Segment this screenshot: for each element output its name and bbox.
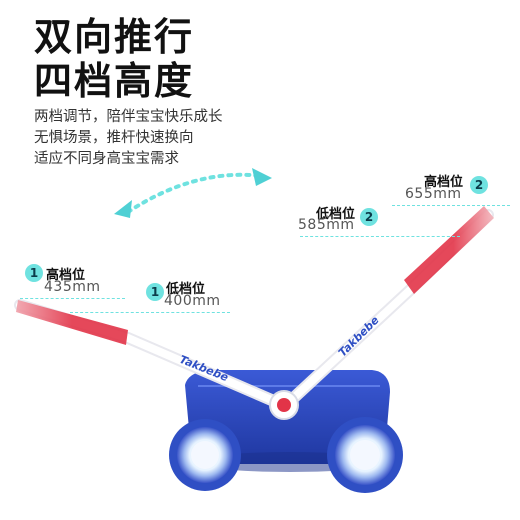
left-high-number-badge: 1 <box>25 264 43 282</box>
left-high-label: 高档位 <box>46 268 86 283</box>
description-line-3: 适应不同身高宝宝需求 <box>34 151 179 167</box>
description-line-1: 两档调节，陪伴宝宝快乐成长 <box>34 109 223 125</box>
headline-line-2: 四档高度 <box>34 59 195 103</box>
right-high-label: 高档位 <box>424 175 464 190</box>
right-high-guide-line <box>392 205 510 206</box>
pivot-knob <box>269 390 299 420</box>
swing-arrow <box>114 168 272 218</box>
left-low-guide-line <box>70 312 230 313</box>
right-high-number-badge: 2 <box>470 176 488 194</box>
left-low-label: 低档位 <box>166 282 206 297</box>
right-low-label: 低档位 <box>316 207 356 222</box>
right-low-height: 585mm <box>298 217 355 233</box>
left-high-height: 435mm <box>44 279 101 295</box>
left-push-handle <box>14 299 296 414</box>
left-low-height: 400mm <box>164 293 221 309</box>
wheels <box>169 417 403 493</box>
left-low-number-badge: 1 <box>146 283 164 301</box>
right-push-handle <box>280 206 494 411</box>
left-high-guide-line <box>20 298 125 299</box>
description: 两档调节，陪伴宝宝快乐成长 无惧场景，推杆快速换向 适应不同身高宝宝需求 <box>34 107 223 170</box>
right-low-guide-line <box>300 236 460 237</box>
right-low-number-badge: 2 <box>360 208 378 226</box>
headline-line-1: 双向推行 <box>34 15 195 59</box>
right-high-height: 655mm <box>405 186 462 202</box>
description-line-2: 无惧场景，推杆快速换向 <box>34 130 194 146</box>
